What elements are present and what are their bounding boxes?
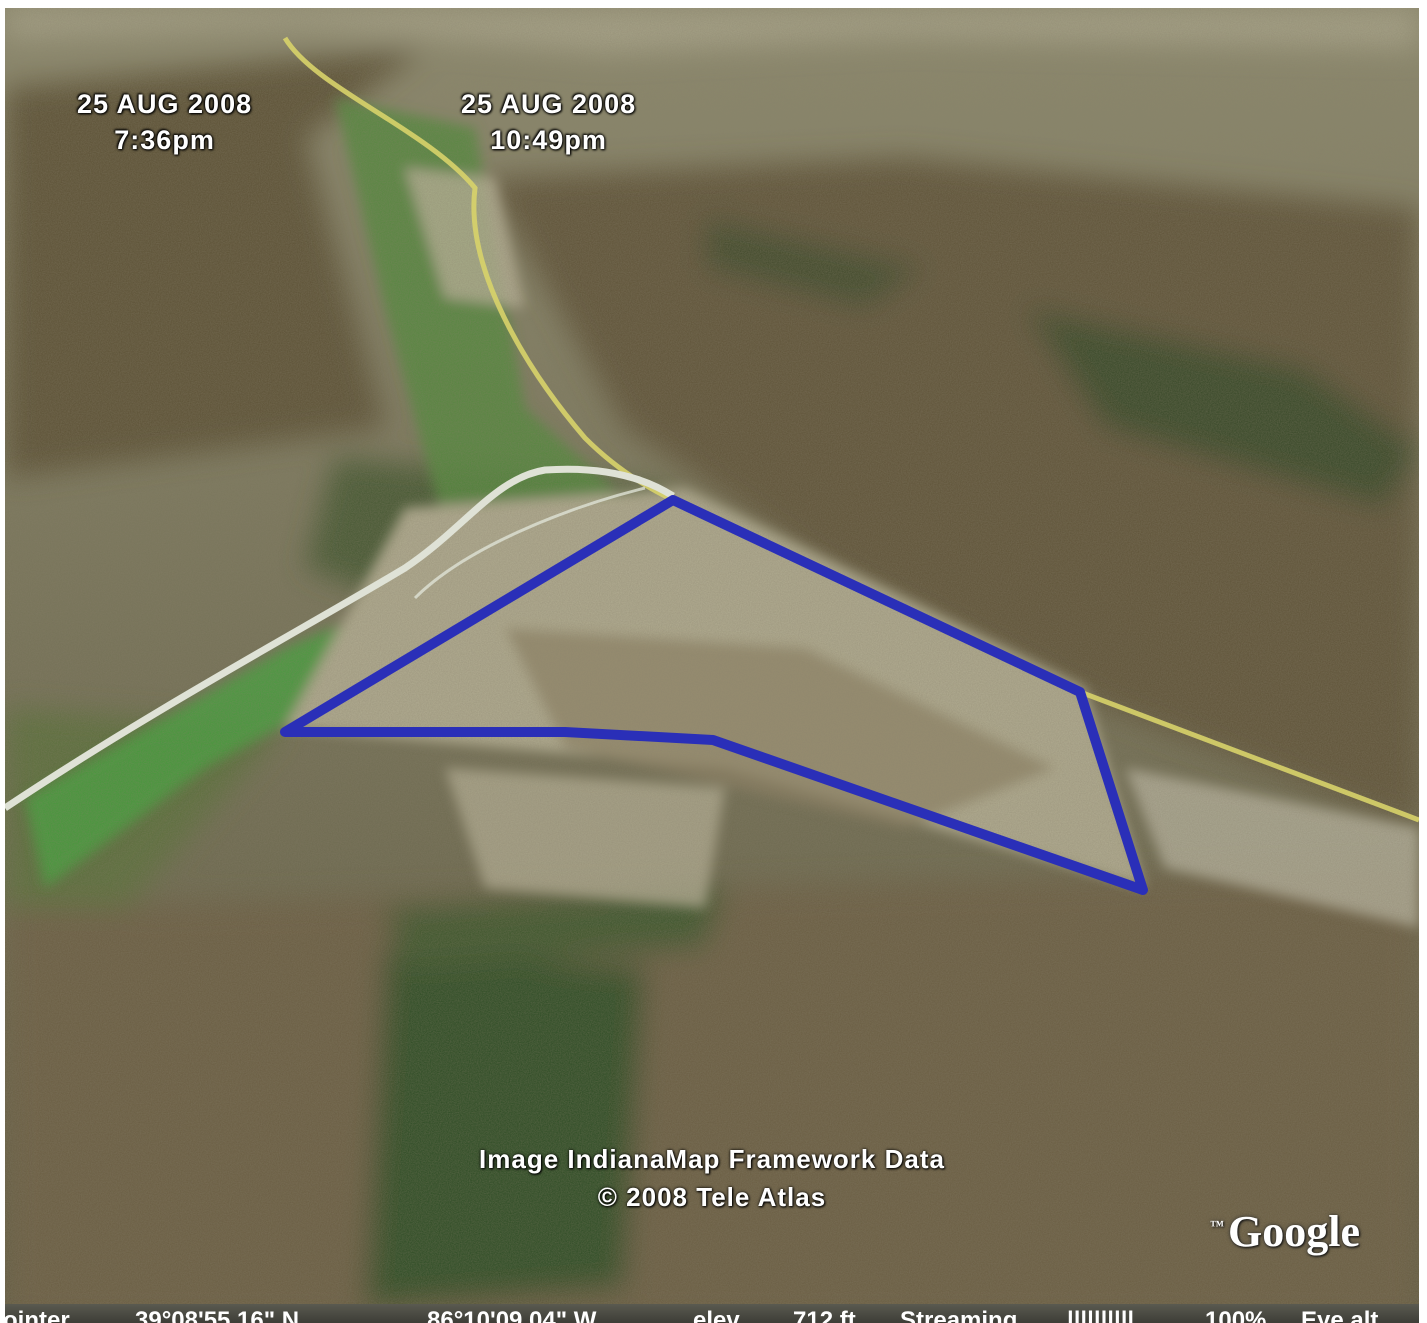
timestamp-label: 25 AUG 2008 7:36pm bbox=[77, 86, 252, 158]
timestamp-time: 10:49pm bbox=[490, 125, 607, 155]
eye-altitude-label: Eye alt bbox=[1301, 1307, 1379, 1323]
pointer-label: ointer bbox=[5, 1307, 70, 1323]
latitude-readout: 39°08'55.16" N bbox=[135, 1307, 300, 1323]
streaming-percent: 100% bbox=[1205, 1307, 1267, 1323]
attribution-line-1: Image IndianaMap Framework Data bbox=[479, 1144, 945, 1174]
streaming-progress-bars: |||||||||| bbox=[1067, 1307, 1135, 1323]
logo-trademark: ™ bbox=[1210, 1219, 1224, 1235]
google-logo: ™Google bbox=[1210, 1206, 1360, 1257]
timestamp-label: 25 AUG 2008 10:49pm bbox=[461, 86, 636, 158]
imagery-attribution: Image IndianaMap Framework Data © 2008 T… bbox=[5, 1140, 1419, 1216]
elevation-readout: 712 ft bbox=[793, 1307, 856, 1323]
logo-text: Google bbox=[1228, 1207, 1360, 1256]
terrain-imagery bbox=[5, 8, 1419, 1323]
elevation-label: elev bbox=[693, 1307, 740, 1323]
longitude-readout: 86°10'09.04" W bbox=[427, 1307, 597, 1323]
timestamp-date: 25 AUG 2008 bbox=[77, 89, 253, 119]
timestamp-time: 7:36pm bbox=[114, 125, 215, 155]
status-bar: ointer 39°08'55.16" N 86°10'09.04" W ele… bbox=[5, 1304, 1419, 1323]
streaming-label: Streaming bbox=[900, 1307, 1018, 1323]
attribution-line-2: © 2008 Tele Atlas bbox=[597, 1182, 827, 1212]
timestamp-date: 25 AUG 2008 bbox=[461, 89, 637, 119]
boundary-polygon bbox=[280, 495, 1148, 895]
map-view[interactable]: 25 AUG 2008 7:36pm 25 AUG 2008 10:49pm I… bbox=[5, 8, 1419, 1323]
